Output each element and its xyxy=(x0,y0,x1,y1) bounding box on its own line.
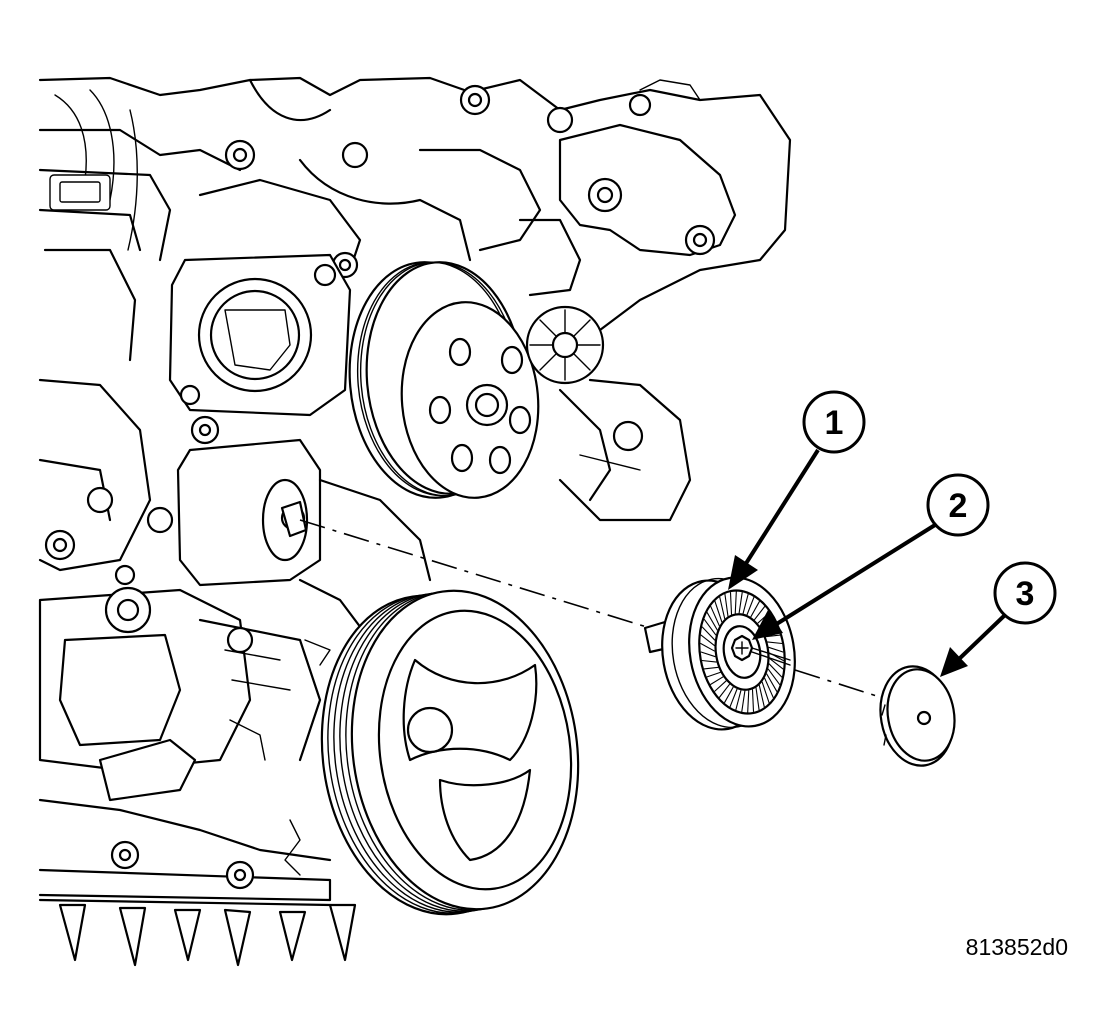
leader-line-3 xyxy=(956,613,1007,662)
pulley-fin xyxy=(768,663,783,678)
pulley-fin xyxy=(753,606,766,621)
pulley-fin xyxy=(710,605,720,627)
pulley-fin xyxy=(767,641,783,645)
callout-2: 2 xyxy=(926,473,990,537)
pulley-fin xyxy=(747,690,750,713)
pulley-fin xyxy=(769,657,784,670)
pulley-fin xyxy=(703,618,717,636)
callout-3: 3 xyxy=(993,561,1057,625)
pulley-fin xyxy=(700,634,715,647)
pulley-fin xyxy=(701,659,717,663)
pulley-fin xyxy=(765,634,781,638)
pulley-fin xyxy=(755,687,760,711)
crankshaft-damper xyxy=(320,589,580,916)
pulley-fin xyxy=(735,690,742,711)
callout-1: 1 xyxy=(802,390,866,454)
pulley-fin xyxy=(701,626,716,641)
callout-leaders xyxy=(728,448,1007,677)
pulley-fin xyxy=(709,676,724,686)
pulley-fin xyxy=(719,596,726,620)
pulley-fin xyxy=(723,686,734,704)
leader-line-2 xyxy=(773,523,937,627)
leader-line-1 xyxy=(743,448,820,567)
arrowhead-1 xyxy=(728,555,758,590)
pulley-fin xyxy=(699,642,715,652)
pulley-fin xyxy=(729,592,733,615)
pulley-fin xyxy=(734,591,737,614)
callout-1-label: 1 xyxy=(825,404,844,442)
pulley-fin xyxy=(718,683,731,698)
pulley-fin xyxy=(742,593,749,614)
callout-3-label: 3 xyxy=(1016,575,1035,613)
installation-centerline xyxy=(299,519,651,629)
engine-block-illustration xyxy=(38,76,792,967)
pulley-fin xyxy=(703,666,719,670)
arrowhead-3 xyxy=(940,647,968,677)
tensioner-pulley xyxy=(643,576,796,731)
pulley-fin xyxy=(724,593,729,617)
pulley-fin xyxy=(738,592,743,614)
pulley-fin xyxy=(764,677,774,699)
pulley-fin xyxy=(741,690,746,712)
pulley-fin xyxy=(758,684,765,708)
pulley-fin xyxy=(706,612,718,631)
dust-cap xyxy=(879,665,956,767)
water-pump-pulley xyxy=(348,261,540,499)
pulley-fin xyxy=(750,600,761,618)
pulley-fin xyxy=(767,668,781,686)
figure-id: 813852d0 xyxy=(966,934,1068,960)
callout-2-label: 2 xyxy=(949,487,968,525)
pulley-fin xyxy=(766,673,778,692)
pulley-fin xyxy=(700,651,716,658)
pulley-fin xyxy=(751,689,755,712)
pulley-fin xyxy=(706,671,721,678)
pulley-fin xyxy=(761,681,770,704)
pulley-fin xyxy=(768,646,784,653)
pulley-fin xyxy=(714,600,723,623)
pulley-fin xyxy=(729,688,738,708)
pulley-fin xyxy=(714,680,727,692)
tensioner-bolt xyxy=(730,634,791,666)
arrowhead-2 xyxy=(752,610,783,640)
pulley-fin xyxy=(746,596,755,616)
